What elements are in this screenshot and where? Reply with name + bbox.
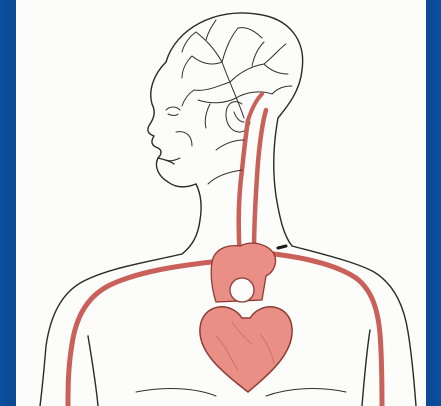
illustration-panel bbox=[16, 0, 426, 406]
heart bbox=[200, 307, 292, 392]
circulatory-system-diagram bbox=[16, 0, 426, 406]
brain-vessels bbox=[182, 20, 292, 128]
